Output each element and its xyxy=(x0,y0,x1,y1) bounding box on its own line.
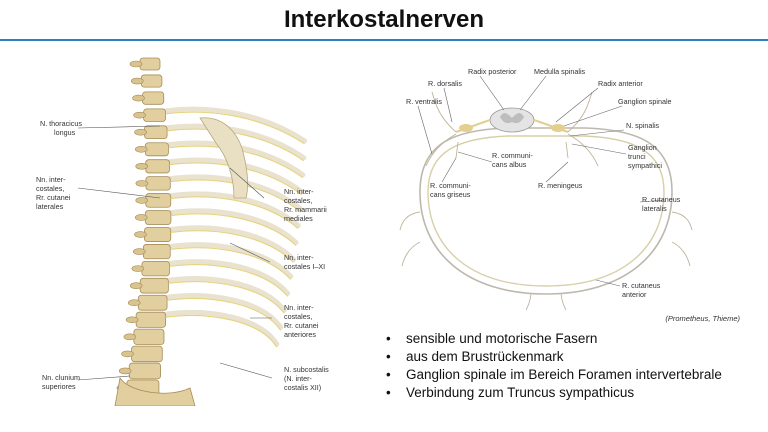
vertebra xyxy=(145,159,170,174)
transverse-process xyxy=(123,333,137,341)
label-r-ventralis: R. ventralis xyxy=(406,97,442,106)
bullet-item: aus dem Brustrückenmark xyxy=(384,348,722,366)
rib xyxy=(164,293,284,330)
label-r-communicans-albus: R. communi-cans albus xyxy=(492,151,533,169)
transverse-process xyxy=(125,316,139,324)
intercostal-nerve xyxy=(165,314,278,348)
rib xyxy=(168,191,301,229)
spinal-nerve-cross-section-figure: Radix posterior Medulla spinalis R. dors… xyxy=(399,67,693,311)
transverse-process xyxy=(134,128,147,136)
vertebra xyxy=(142,91,165,105)
vertebra xyxy=(145,176,171,191)
vertebra xyxy=(135,311,166,328)
transverse-process xyxy=(135,180,149,187)
vertebra xyxy=(144,210,172,225)
label-nn-intercostales-i-xi: Nn. inter-costales I–XI xyxy=(284,253,325,271)
vertebra xyxy=(141,260,170,277)
transverse-process xyxy=(132,94,145,102)
label-n-subcostalis: N. subcostalis(N. inter-costalis XII) xyxy=(284,365,329,392)
label-r-meningeus: R. meningeus xyxy=(538,181,583,190)
vertebra xyxy=(143,108,166,122)
transverse-process xyxy=(129,60,143,68)
title-divider xyxy=(0,39,768,41)
intercostal-nerve xyxy=(169,264,289,297)
label-r-communicans-griseus: R. communi-cans griseus xyxy=(430,181,471,199)
vertebra xyxy=(144,142,169,157)
label-radix-anterior: Radix anterior xyxy=(598,79,643,88)
bullet-item: Ganglion spinale im Bereich Foramen inte… xyxy=(384,366,722,384)
vertebra xyxy=(142,244,171,260)
transverse-process xyxy=(134,145,148,153)
intercostal-nerve xyxy=(170,230,294,263)
transverse-process xyxy=(130,77,144,85)
rib xyxy=(164,123,307,161)
transverse-process xyxy=(129,282,143,289)
sacrum xyxy=(114,376,196,406)
rib xyxy=(165,276,287,313)
page-title: Interkostalnerven xyxy=(283,6,485,33)
rib xyxy=(168,225,297,262)
vertebra xyxy=(145,193,172,208)
vertebra xyxy=(131,345,163,363)
rib xyxy=(168,208,299,246)
rib xyxy=(163,310,280,347)
transverse-process xyxy=(118,367,132,375)
label-r-dorsalis: R. dorsalis xyxy=(428,79,462,88)
intercostal-nerve xyxy=(165,111,305,145)
transverse-process xyxy=(131,265,145,272)
vertebra xyxy=(140,74,163,88)
intercostal-nerve xyxy=(167,298,282,331)
transverse-process xyxy=(121,350,134,358)
transverse-process xyxy=(135,197,149,204)
label-radix-posterior: Radix posterior xyxy=(468,67,517,76)
vertebra xyxy=(144,125,168,140)
bullet-item: sensible und motorische Fasern xyxy=(384,330,722,348)
rib xyxy=(166,259,291,296)
intercostal-nerve xyxy=(168,281,285,314)
label-medulla-spinalis: Medulla spinalis xyxy=(534,67,586,76)
intercostal-nerve xyxy=(167,128,305,162)
transverse-process xyxy=(134,214,148,221)
rib xyxy=(163,106,308,144)
label-n-spinalis: N. spinalis xyxy=(626,121,660,130)
vertebra xyxy=(137,294,168,311)
intercostal-nerve xyxy=(170,196,299,229)
bullet-item: Verbindung zum Truncus sympathicus xyxy=(384,384,722,402)
label-ganglion-spinale: Ganglion spinale xyxy=(618,97,672,106)
transverse-process xyxy=(133,111,146,119)
vertebra xyxy=(128,362,161,380)
vertebra xyxy=(139,57,161,71)
transverse-process xyxy=(135,163,149,170)
vertebra xyxy=(133,328,165,345)
vertebra xyxy=(139,277,169,294)
vertebra xyxy=(144,227,172,242)
bullet-list: sensible und motorische Fasern aus dem B… xyxy=(384,330,722,402)
rib xyxy=(167,242,294,279)
transverse-process xyxy=(134,231,147,238)
intercostal-nerve xyxy=(170,247,292,280)
transverse-process xyxy=(127,299,141,307)
intercostal-nerve xyxy=(170,213,297,246)
transverse-process xyxy=(133,248,146,255)
image-credit: (Prometheus, Thieme) xyxy=(665,314,740,323)
